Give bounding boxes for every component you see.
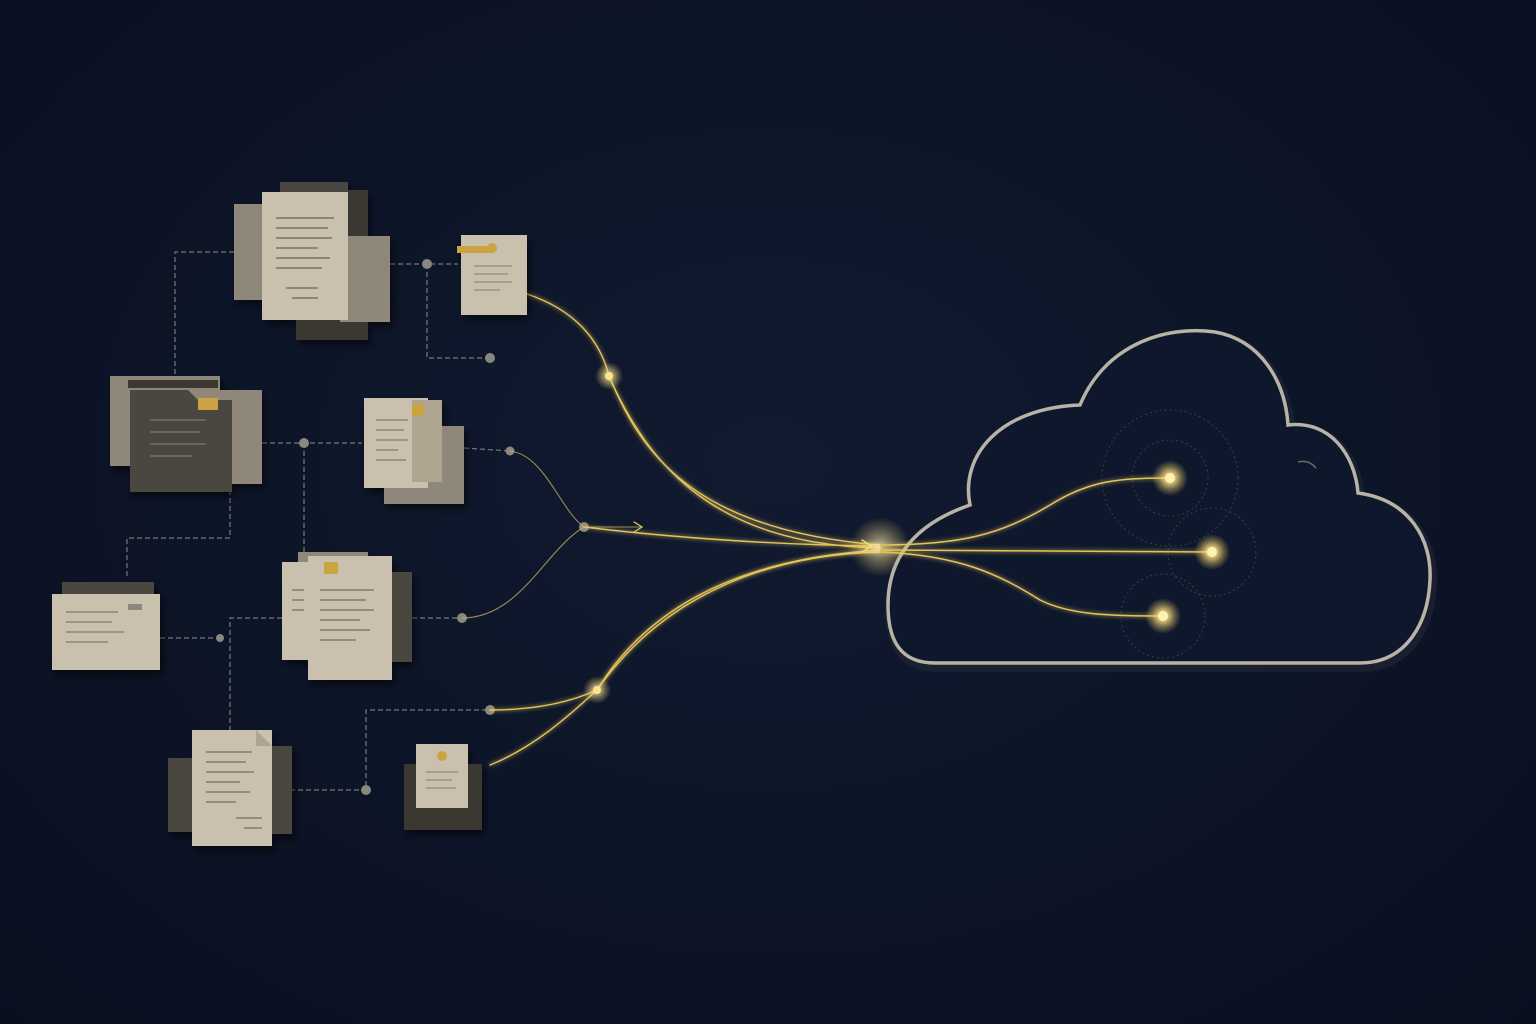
glowing-node-icon [1152,460,1188,496]
cloud-flow-line [879,477,1171,546]
merge-node [605,372,613,380]
document-stack-icon [282,552,412,680]
document-stack-icon [234,182,390,340]
folder-icon [52,582,160,670]
connector-node [361,785,371,795]
connector-folder-down [126,490,231,578]
glowing-node-icon [1194,534,1230,570]
connector-nodes [216,259,589,795]
merge-points [583,362,910,704]
cloud-icon [879,328,1438,672]
connector-top-left [174,251,234,376]
connector-top-down [426,264,490,359]
connector-mid-left [229,617,282,730]
document-stack-icon [168,730,292,846]
glowing-node-icon [1145,598,1181,634]
flow-arrow-icon [633,521,644,533]
file-pin-icon [457,235,527,315]
flow-line [489,689,598,711]
file-pin-icon [404,744,482,830]
cloud-outline [886,328,1432,665]
connector-node [422,259,432,269]
flow-line [608,375,881,549]
flow-line [596,551,881,691]
flow-line [596,549,881,691]
cloud-flow-line [879,551,1164,617]
document-stack-icon [364,398,464,504]
connector-doc-right [463,447,511,452]
flow-lines [461,293,881,766]
flow-line [526,293,610,377]
connector-node [299,438,309,448]
flow-line [608,375,881,546]
connector-node [216,634,224,642]
connector-bottom [290,709,490,791]
folder-icon [110,376,262,492]
flow-line-grey [509,450,585,528]
connector-node [485,353,495,363]
merge-node [593,686,601,694]
flow-line [583,526,881,547]
flow-line-grey [461,526,585,619]
cloud-flow-line [879,549,1213,553]
flow-line [489,689,598,766]
